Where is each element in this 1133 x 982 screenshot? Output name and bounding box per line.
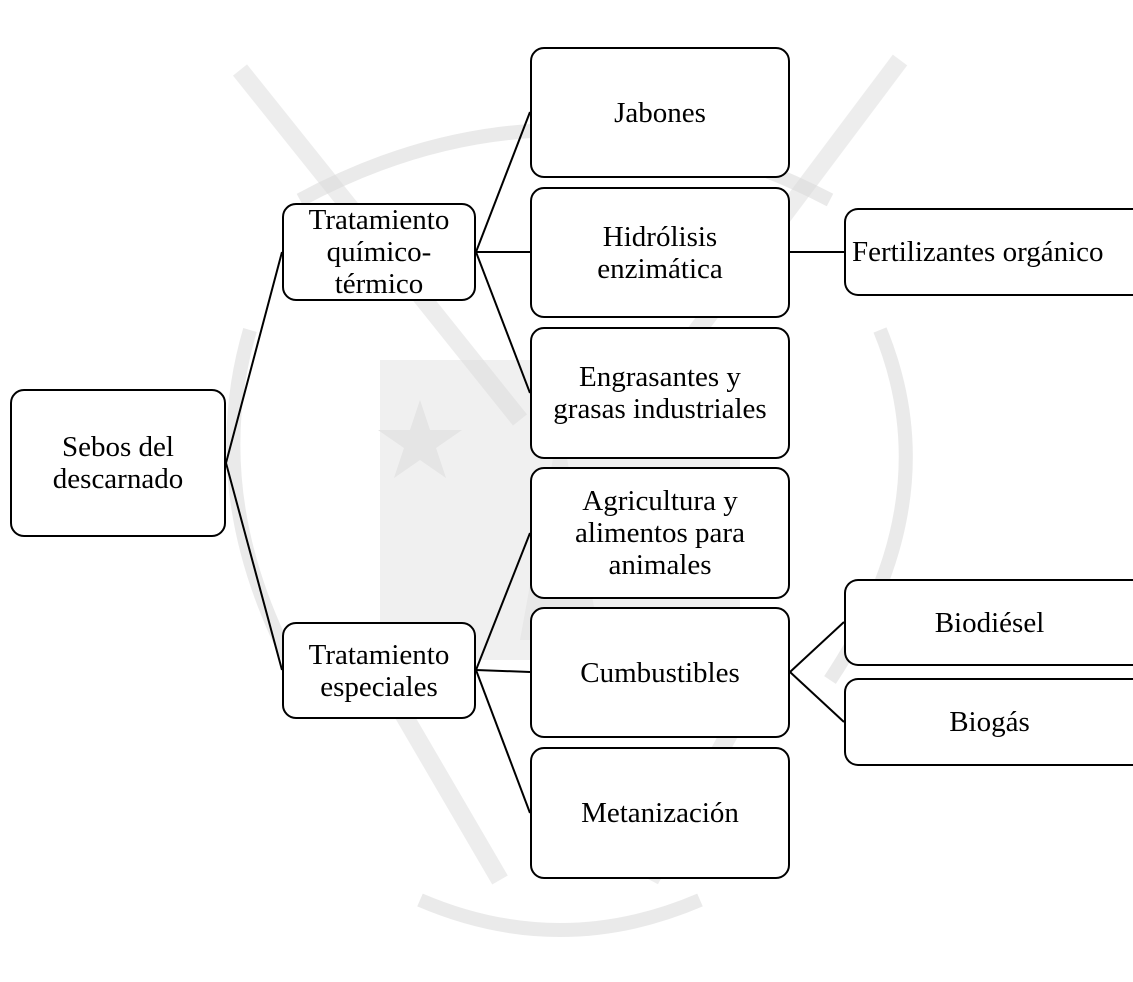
node-tratamiento-quimico-termico: Tratamiento químico- térmico <box>282 203 476 301</box>
node-sebos-del-descarnado: Sebos del descarnado <box>10 389 226 537</box>
node-metanizacion: Metanización <box>530 747 790 879</box>
connector-root-branch1 <box>225 251 283 464</box>
node-agricultura-alimentos-animales: Agricultura y alimentos para animales <box>530 467 790 599</box>
connector-branch2-agricultura <box>475 532 531 671</box>
connector-branch1-jabones <box>475 111 531 253</box>
connector-branch2-cumbustibles <box>475 669 531 673</box>
node-biogas: Biogás <box>844 678 1133 766</box>
node-biodiesel: Biodiésel <box>844 579 1133 666</box>
node-jabones: Jabones <box>530 47 790 178</box>
connector-branch1-engrasantes <box>475 251 531 394</box>
connector-branch2-metanizacion <box>475 669 531 814</box>
node-hidrolisis-enzimatica: Hidrólisis enzimática <box>530 187 790 318</box>
connector-cumbustibles-biodiesel <box>789 621 845 673</box>
node-cumbustibles: Cumbustibles <box>530 607 790 738</box>
node-tratamiento-especiales: Tratamiento especiales <box>282 622 476 719</box>
connector-cumbustibles-biogas <box>789 671 845 723</box>
node-fertilizantes-organico: Fertilizantes orgánico <box>844 208 1133 296</box>
node-engrasantes-grasas-industriales: Engrasantes y grasas industriales <box>530 327 790 459</box>
connector-root-branch2 <box>225 462 283 671</box>
